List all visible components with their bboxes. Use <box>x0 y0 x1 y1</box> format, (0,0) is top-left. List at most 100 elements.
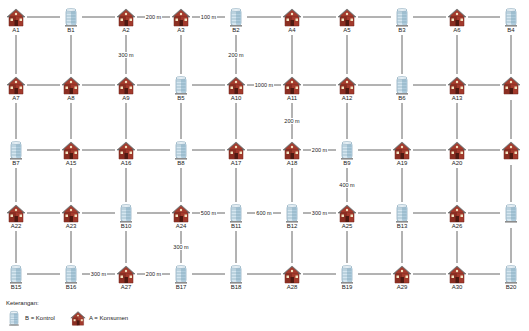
consumer-house: A24 <box>171 203 191 230</box>
consumer-house-icon <box>226 140 246 160</box>
control-building-icon <box>61 264 81 284</box>
road-line <box>358 85 391 86</box>
control-building: B6 <box>392 75 412 102</box>
legend-icon <box>70 310 86 326</box>
consumer-house-icon <box>171 7 191 27</box>
road-line <box>303 85 336 86</box>
distance-label: 200 m <box>145 14 162 20</box>
consumer-house: A20 <box>447 140 467 167</box>
node-label: A8 <box>67 95 74 102</box>
consumer-house: A2 <box>116 7 136 34</box>
road-line <box>457 231 458 263</box>
road-line <box>27 85 60 86</box>
consumer-house-icon <box>6 75 26 95</box>
road-line <box>347 103 348 139</box>
road-line <box>358 274 391 275</box>
legend-icon <box>6 310 22 326</box>
distance-label: 300 m <box>117 52 134 58</box>
node-label: B17 <box>176 284 187 291</box>
consumer-house: A25 <box>337 203 357 230</box>
road-line <box>413 85 446 86</box>
control-building-icon <box>392 203 412 223</box>
control-building-icon <box>282 203 302 223</box>
road-line <box>27 150 60 151</box>
control-building: B4 <box>501 7 521 34</box>
grid-line <box>511 100 512 139</box>
node-label: A1 <box>12 27 19 34</box>
control-building: B13 <box>392 203 412 230</box>
distance-label: 200 m <box>311 147 328 153</box>
node-label: B15 <box>11 284 22 291</box>
consumer-house-icon <box>282 7 302 27</box>
node-label: A6 <box>453 27 460 34</box>
distance-label: 100 m <box>200 14 217 20</box>
consumer-house-icon <box>447 75 467 95</box>
node-label: A27 <box>121 284 132 291</box>
node-label: B12 <box>287 223 298 230</box>
distance-label: 200 m <box>283 118 300 124</box>
road-line <box>71 168 72 202</box>
road-line <box>71 35 72 74</box>
control-building: B15 <box>6 264 26 291</box>
node-label: A5 <box>343 27 350 34</box>
consumer-house: A17 <box>226 140 246 167</box>
control-building-icon <box>61 7 81 27</box>
road-line <box>82 17 115 18</box>
road-line <box>402 103 403 139</box>
consumer-house-icon <box>447 7 467 27</box>
road-line <box>468 274 500 275</box>
road-line <box>137 150 170 151</box>
road-line <box>71 103 72 139</box>
road-line <box>457 35 458 74</box>
road-line <box>82 85 115 86</box>
consumer-house: A30 <box>447 264 467 291</box>
distance-label: 400 m <box>338 182 355 188</box>
consumer-house: A28 <box>282 264 302 291</box>
control-building: B2 <box>226 7 246 34</box>
control-building: B10 <box>116 203 136 230</box>
grid-line <box>511 228 512 263</box>
node-label: A7 <box>12 95 19 102</box>
legend-text: A = Konsumen <box>89 315 128 322</box>
control-building: B7 <box>6 140 26 167</box>
control-building-icon <box>116 203 136 223</box>
road-line <box>247 150 281 151</box>
node-label: A30 <box>452 284 463 291</box>
node-label: B20 <box>506 284 517 291</box>
node-label: A25 <box>342 223 353 230</box>
consumer-house-icon <box>337 75 357 95</box>
distance-label: 500 m <box>200 210 217 216</box>
legend-item: B = Kontrol <box>6 310 55 326</box>
consumer-house: A1 <box>6 7 26 34</box>
node-label: A11 <box>287 95 297 102</box>
road-line <box>247 274 281 275</box>
road-line <box>27 17 60 18</box>
consumer-house-icon <box>226 75 246 95</box>
consumer-house: A29 <box>392 264 412 291</box>
road-line <box>192 150 225 151</box>
node-label: A26 <box>452 223 463 230</box>
control-building: B19 <box>337 264 357 291</box>
road-line <box>16 168 17 202</box>
control-building-icon <box>501 7 521 27</box>
road-line <box>126 231 127 263</box>
road-line <box>413 17 446 18</box>
consumer-house: A22 <box>6 203 26 230</box>
road-line <box>358 17 391 18</box>
road-line <box>82 150 115 151</box>
grid-line <box>511 35 512 74</box>
distance-label: 300 m <box>172 244 189 250</box>
consumer-house-icon <box>171 203 191 223</box>
road-line <box>347 231 348 263</box>
road-line <box>126 168 127 202</box>
node-label: A18 <box>287 160 298 167</box>
node-label: B5 <box>177 95 184 102</box>
grid-line <box>468 85 500 86</box>
consumer-house-icon <box>61 203 81 223</box>
legend-text: B = Kontrol <box>25 315 55 322</box>
distance-label: 300 m <box>90 271 107 277</box>
node-label: A3 <box>177 27 184 34</box>
road-line <box>236 231 237 263</box>
road-line <box>181 103 182 139</box>
road-line <box>27 274 60 275</box>
